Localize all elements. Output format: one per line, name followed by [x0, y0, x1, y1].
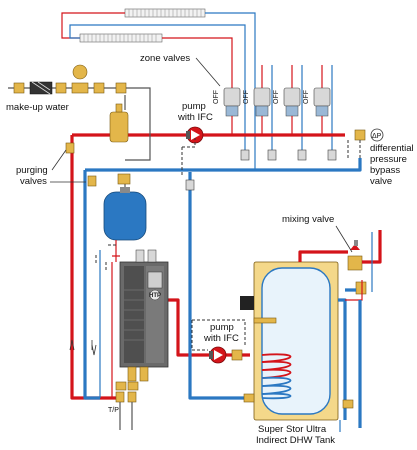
baseboard-loop-lower [69, 24, 246, 155]
zone-valve-1-off: OFF [213, 90, 220, 104]
make-up-water-assembly [13, 64, 127, 95]
tp-label: T/P [108, 407, 119, 414]
pump-dhw-label-1: pump [210, 322, 234, 333]
expansion-tank [103, 187, 147, 241]
boiler: HTP [119, 249, 169, 382]
air-separator [109, 103, 129, 143]
pump-heating [186, 126, 204, 144]
cold-inlet-valve [342, 399, 354, 409]
zone-loop-tails [231, 65, 333, 155]
svg-text:OFF: OFF [273, 90, 280, 104]
boiler-brand: HTP [149, 293, 161, 299]
dhw-supply [168, 298, 250, 357]
baseboard-fin-lower [79, 33, 163, 43]
dhw-tank-label-2: Indirect DHW Tank [256, 435, 335, 446]
supply-riser-left [70, 135, 120, 400]
purging-valves-label-2: valves [20, 176, 47, 187]
zone-valve-4: OFF [303, 87, 331, 135]
pump-dhw [209, 346, 243, 364]
differential-label-2: pressure [370, 154, 407, 165]
pump-heating-label-1: pump [182, 101, 206, 112]
make-up-water-label: make-up water [6, 102, 69, 113]
zone-valve-3: OFF [273, 87, 301, 135]
boiler-lower-valves [115, 381, 139, 403]
tank-drain-valve [243, 393, 255, 403]
dhw-return [188, 172, 250, 400]
mixing-valve [347, 240, 367, 295]
return-riser-left [83, 170, 100, 400]
dhw-tank [240, 261, 339, 421]
return-valves [185, 149, 337, 191]
svg-text:OFF: OFF [303, 90, 310, 104]
svg-text:OFF: OFF [243, 90, 250, 104]
delta-p-text: ΔP [372, 133, 382, 140]
zone-valve-1: OFF [213, 87, 241, 135]
differential-label-1: differential [370, 143, 414, 154]
dhw-tank-label-1: Super Stor Ultra [258, 424, 327, 435]
zone-valves-label: zone valves [140, 53, 190, 64]
purging-valves [65, 142, 131, 187]
differential-label-4: valve [370, 176, 392, 187]
return-header [85, 158, 362, 172]
differential-bypass-valve: ΔP [354, 128, 384, 142]
mixing-valve-label: mixing valve [282, 214, 334, 225]
differential-label-3: bypass [370, 165, 400, 176]
pump-dhw-label-2: with IFC [203, 333, 239, 344]
zone-valve-2: OFF [243, 87, 271, 135]
purging-valves-label-1: purging [16, 165, 48, 176]
pump-heating-label-2: with IFC [177, 112, 213, 123]
